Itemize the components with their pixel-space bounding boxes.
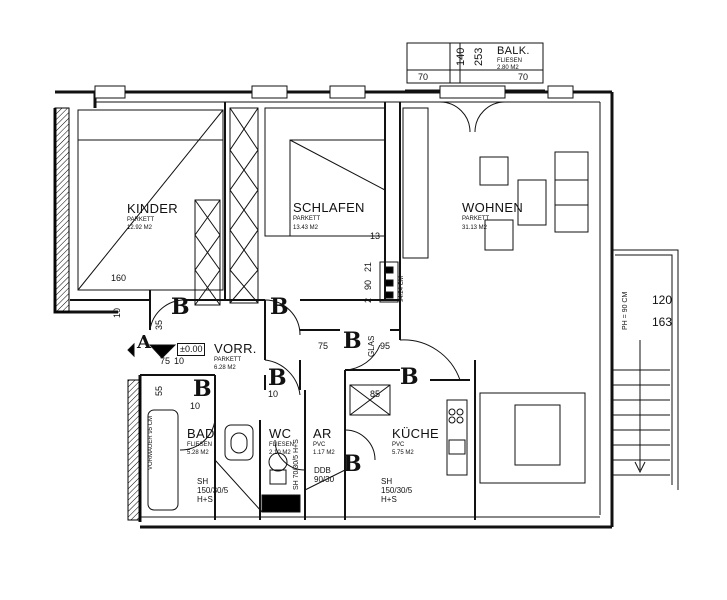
section-mark-b-3: B bbox=[343, 328, 362, 354]
wc-shaft bbox=[214, 384, 391, 513]
dim-right-163: 163 bbox=[652, 315, 673, 329]
dim-bad-10: 10 bbox=[190, 401, 201, 411]
room-area-kueche: 5.75 M2 bbox=[392, 450, 414, 456]
exterior-stair bbox=[612, 249, 679, 490]
note-wc-sh: SH 70/30/5 H+S bbox=[293, 439, 300, 490]
section-mark-b-2: B bbox=[270, 294, 289, 320]
room-name-bad: BAD bbox=[187, 426, 215, 441]
door-swings bbox=[149, 299, 461, 471]
room-area-vorr: 6.28 M2 bbox=[214, 365, 236, 371]
note-ddb-2: 90/30 bbox=[314, 475, 335, 484]
dim-balk-70-right: 70 bbox=[518, 72, 529, 82]
room-floor-ar: PVC bbox=[313, 442, 326, 448]
note-kitchen-window: 94/24 CM bbox=[399, 275, 405, 302]
note-bad-sh-3: H+S bbox=[197, 495, 213, 504]
room-area-balkon: 2.80 M2 bbox=[497, 65, 519, 71]
top-windows bbox=[94, 85, 574, 99]
section-mark-b-1: B bbox=[171, 294, 190, 320]
dim-balk-253: 253 bbox=[473, 47, 485, 66]
note-ddb-1: DDB bbox=[314, 466, 331, 475]
room-floor-vorr: PARKETT bbox=[214, 357, 242, 363]
note-bad-vormauer: VORMAUER 95 CM bbox=[148, 415, 154, 470]
kitchen-counter bbox=[446, 399, 468, 476]
dim-schlafen-21: 21 bbox=[363, 261, 373, 272]
room-name-kueche: KÜCHE bbox=[392, 426, 440, 441]
note-kueche-sh-1: SH bbox=[381, 477, 393, 486]
dim-wc-10: 10 bbox=[268, 389, 279, 399]
room-name-ar: AR bbox=[313, 426, 332, 441]
schlafen-cabinet bbox=[379, 261, 399, 303]
dim-pair-10: 10 bbox=[112, 307, 122, 318]
room-floor-kinder: PARKETT bbox=[127, 217, 155, 223]
dim-kueche-85: 85 bbox=[370, 389, 381, 399]
room-area-wohnen: 31.13 M2 bbox=[462, 225, 488, 231]
room-floor-wohnen: PARKETT bbox=[462, 216, 490, 222]
level-marker: ±0.00 bbox=[177, 343, 206, 356]
room-area-bad: 5.28 M2 bbox=[187, 450, 209, 456]
kinder-furniture bbox=[77, 109, 224, 306]
dim-vorr-10: 10 bbox=[174, 356, 185, 366]
room-name-kinder: KINDER bbox=[127, 201, 178, 216]
section-mark-a: A bbox=[137, 332, 151, 353]
bath-wall-hatch bbox=[127, 379, 141, 521]
room-name-vorr: VORR. bbox=[214, 341, 257, 356]
note-parapet: PH = 90 CM bbox=[622, 291, 629, 330]
dim-flur-75: 75 bbox=[318, 341, 329, 351]
dim-kinder-160: 160 bbox=[111, 273, 127, 283]
note-bad-sh-1: SH bbox=[197, 477, 209, 486]
room-floor-schlafen: PARKETT bbox=[293, 216, 321, 222]
note-kueche-sh-2: 150/30/5 bbox=[381, 486, 413, 495]
section-mark-b-6: B bbox=[400, 364, 419, 390]
room-area-wc: 2.10 M2 bbox=[269, 450, 291, 456]
note-kueche-sh-3: H+S bbox=[381, 495, 397, 504]
note-glas: GLAS bbox=[367, 335, 376, 357]
dim-schlafen-90: 90 bbox=[363, 279, 373, 290]
dim-pair-35: 35 bbox=[154, 319, 164, 330]
entry-arrow bbox=[127, 342, 177, 359]
dim-flur-95: 95 bbox=[380, 341, 391, 351]
room-name-schlafen: SCHLAFEN bbox=[293, 200, 365, 215]
room-floor-balkon: FLIESEN bbox=[497, 58, 523, 64]
room-name-balkon: BALK. bbox=[497, 45, 530, 57]
room-area-kinder: 12.92 M2 bbox=[127, 225, 153, 231]
wardrobe bbox=[229, 107, 259, 304]
section-mark-b-5: B bbox=[193, 376, 212, 402]
dim-schlafen-2: 2 bbox=[363, 297, 373, 303]
section-mark-b-7: B bbox=[343, 451, 362, 477]
room-name-wc: WC bbox=[269, 426, 292, 441]
room-floor-bad: FLIESEN bbox=[187, 442, 213, 448]
room-floor-kueche: PVC bbox=[392, 442, 405, 448]
dim-vorr-75: 75 bbox=[160, 356, 171, 366]
room-name-wohnen: WOHNEN bbox=[462, 200, 524, 215]
dim-balk-70-left: 70 bbox=[418, 72, 429, 82]
room-area-ar: 1.17 M2 bbox=[313, 450, 335, 456]
wohnen-furniture bbox=[402, 101, 589, 484]
dim-schlafen-13: 13 bbox=[370, 231, 381, 241]
room-area-schlafen: 13.43 M2 bbox=[293, 225, 319, 231]
dim-bad-55: 55 bbox=[154, 385, 164, 396]
section-mark-b-4: B bbox=[268, 365, 287, 391]
dim-right-120: 120 bbox=[652, 293, 673, 307]
balcony-outline bbox=[405, 42, 545, 91]
schlafen-bed bbox=[264, 107, 386, 237]
note-bad-sh-2: 150/30/5 bbox=[197, 486, 229, 495]
dim-balk-140: 140 bbox=[455, 47, 467, 66]
left-wall-hatch bbox=[54, 107, 70, 313]
room-floor-wc: FLIESEN bbox=[269, 442, 295, 448]
